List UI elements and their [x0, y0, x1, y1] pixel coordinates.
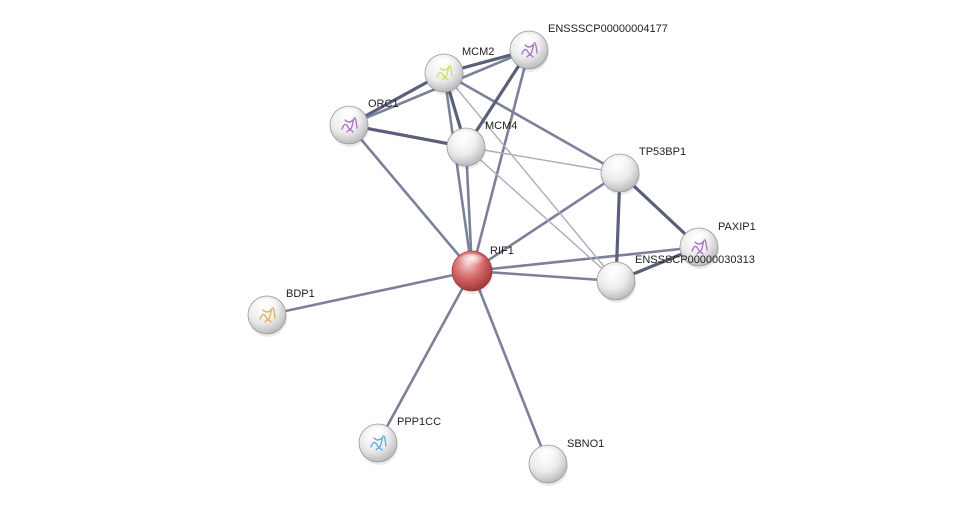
edge-mcm2-tp53bp1[interactable] [442, 71, 622, 175]
node-tp53bp1[interactable]: TP53BP1 [600, 146, 686, 195]
edge-rif1-paxip1[interactable] [470, 245, 701, 273]
node-enssscp00000030313[interactable]: ENSSSCP00000030313 [596, 254, 755, 303]
edge-rif1-mcm4[interactable] [464, 145, 474, 273]
edge-rif1-enssscp00000004177[interactable] [470, 48, 531, 273]
edge-rif1-sbno1[interactable] [470, 269, 550, 466]
edge-rif1-orc1[interactable] [347, 123, 474, 273]
node-rif1[interactable]: RIF1 [451, 245, 514, 294]
edge-rif1-bdp1[interactable] [265, 269, 474, 317]
node-layer: MCM2 ENSSSCP00000004177ORC1MCM4TP53BP1PAX… [247, 23, 756, 486]
node-highlight [606, 156, 634, 173]
node-sbno1[interactable]: SBNO1 [528, 438, 604, 486]
edge-orc1-mcm4[interactable] [347, 123, 468, 149]
node-highlight [602, 264, 630, 281]
node-paxip1[interactable]: PAXIP1 [679, 221, 756, 269]
node-orc1[interactable]: ORC1 [329, 98, 399, 147]
node-label-mcm4: MCM4 [485, 120, 517, 132]
edge-mcm2-enssscp00000030313[interactable] [443, 72, 617, 282]
node-mcm4[interactable]: MCM4 [446, 120, 517, 169]
edge-rif1-mcm2[interactable] [442, 71, 474, 273]
node-highlight [685, 230, 713, 247]
node-label-enssscp00000004177: ENSSSCP00000004177 [548, 23, 668, 35]
node-label-rif1: RIF1 [490, 245, 514, 257]
node-highlight [458, 254, 486, 270]
edge-rif1-ppp1cc[interactable] [376, 269, 474, 445]
node-label-sbno1: SBNO1 [567, 438, 604, 450]
node-label-mcm2: MCM2 [462, 46, 494, 58]
node-label-tp53bp1: TP53BP1 [639, 146, 686, 158]
node-label-enssscp00000030313: ENSSSCP00000030313 [635, 254, 755, 266]
edge-rif1-tp53bp1[interactable] [470, 171, 622, 273]
node-ppp1cc[interactable]: PPP1CC [358, 416, 441, 465]
node-label-bdp1: BDP1 [286, 288, 315, 300]
node-enssscp00000004177[interactable]: ENSSSCP00000004177 [509, 23, 668, 72]
node-label-orc1: ORC1 [368, 98, 399, 110]
edge-mcm4-enssscp00000030313[interactable] [465, 146, 617, 282]
node-highlight [335, 108, 363, 125]
node-label-paxip1: PAXIP1 [718, 221, 756, 233]
node-highlight [515, 33, 543, 50]
node-label-ppp1cc: PPP1CC [397, 416, 441, 428]
node-bdp1[interactable]: BDP1 [247, 288, 315, 337]
edge-mcm4-tp53bp1[interactable] [465, 146, 621, 174]
node-highlight [364, 426, 392, 443]
node-highlight [534, 447, 562, 464]
node-highlight [452, 130, 480, 147]
node-mcm2[interactable]: MCM2 [424, 46, 494, 95]
edge-rif1-enssscp00000030313[interactable] [470, 269, 618, 283]
node-highlight [430, 56, 458, 73]
node-highlight [253, 298, 281, 315]
